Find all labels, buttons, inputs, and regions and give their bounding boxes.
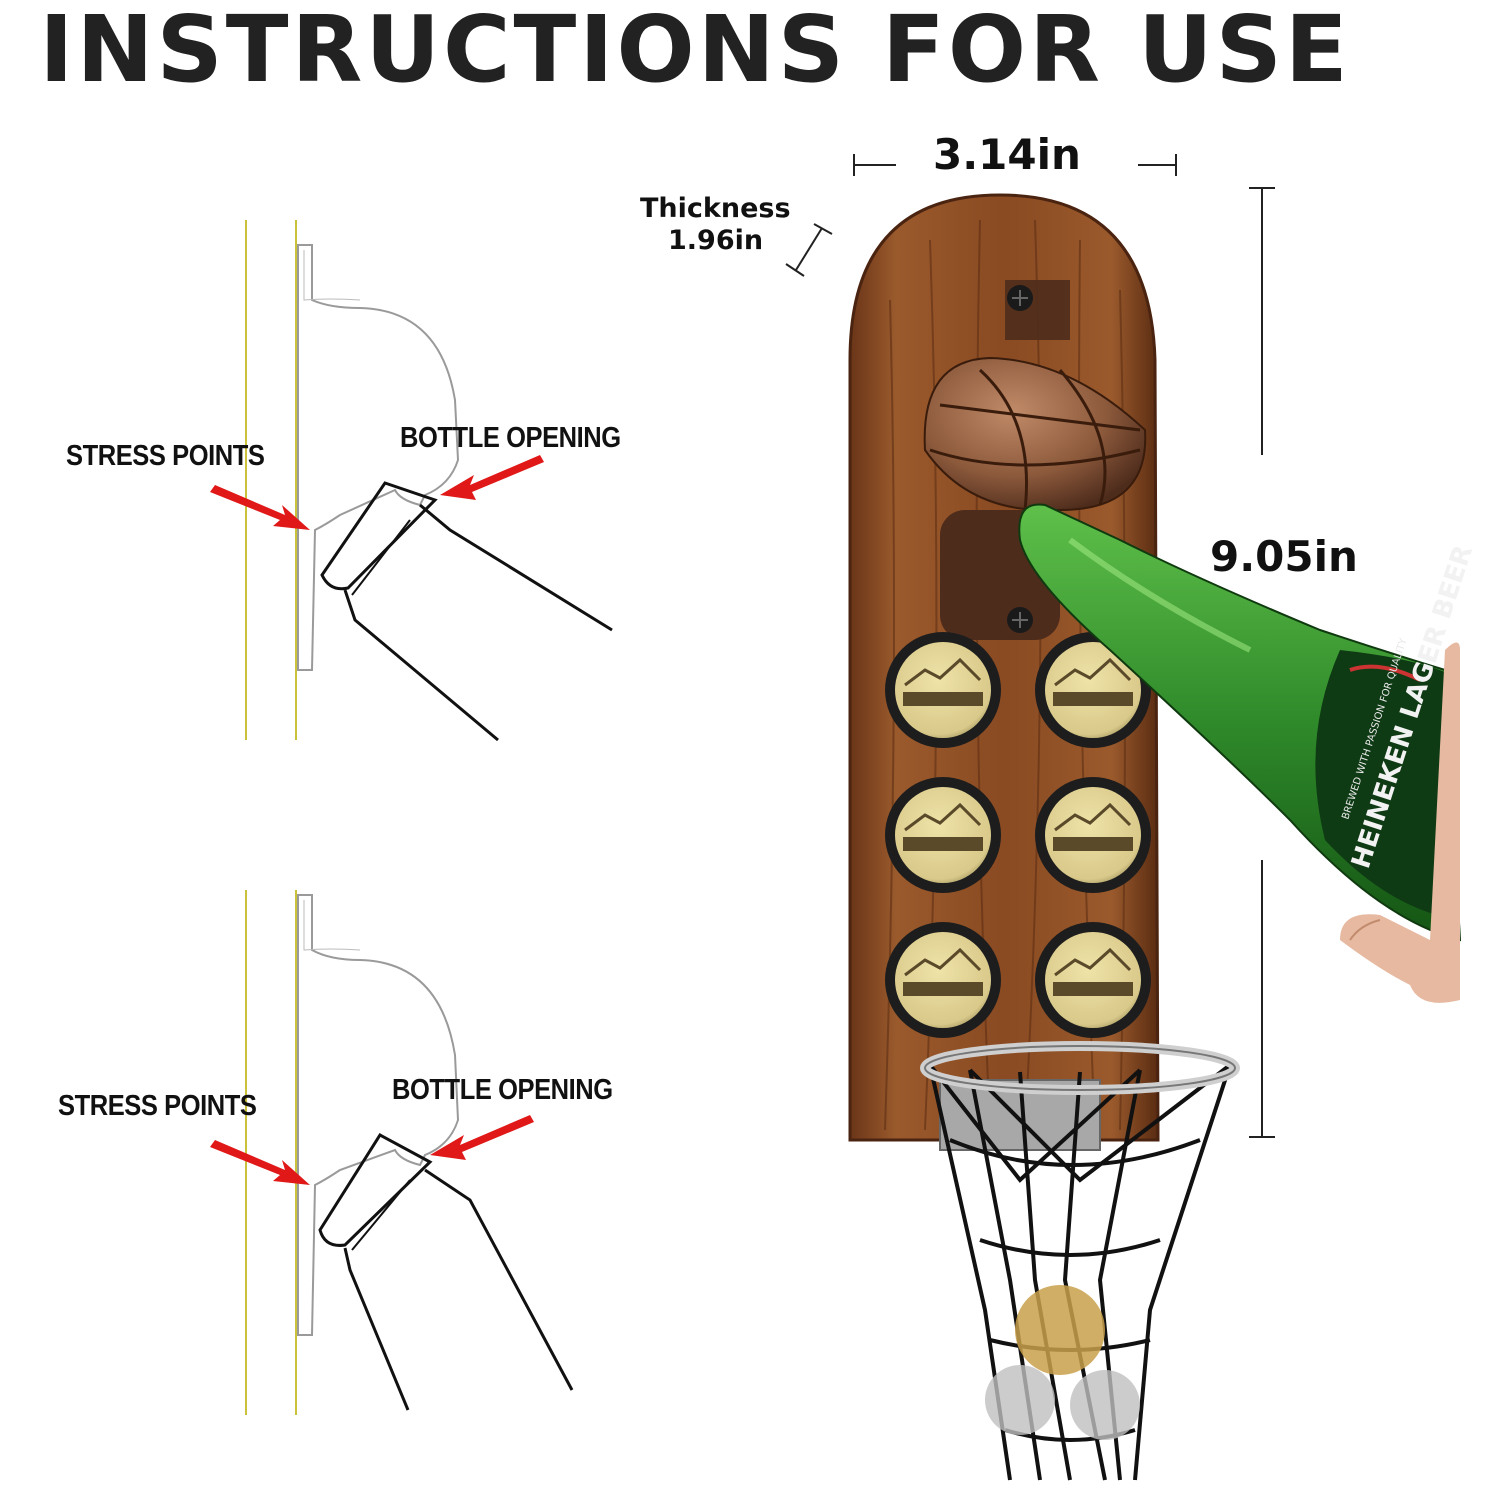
width-label: 3.14in [933,130,1081,179]
thickness-dimension-line [785,223,833,277]
beer-bottle: HEINEKEN LAGER BEER BREWED WITH PASSION … [1018,503,1479,942]
product-illustration: HEINEKEN LAGER BEER BREWED WITH PASSION … [848,193,1479,1481]
bottle-outline [343,503,613,742]
arrow-stress [210,1140,310,1185]
hand [1340,642,1460,1003]
bottle-cap-1 [885,632,1001,748]
height-dimension-line [1249,187,1275,1138]
opener-profile [297,894,460,1336]
stress-points-label-bottom: STRESS POINTS [58,1090,257,1122]
bottle-cap-5 [885,922,1001,1038]
basketball-net-icon [928,1063,1232,1481]
bottle-cap-3 [885,777,1001,893]
thickness-label: Thickness [640,193,791,224]
arrow-opening [440,455,544,500]
bottle-opening-label-top: BOTTLE OPENING [400,422,621,454]
thickness-value: 1.96in [668,225,764,256]
diagram-bottom [210,890,574,1415]
bottle-cap-4 [1035,777,1151,893]
width-dimension-line [853,154,1177,176]
height-label: 9.05in [1210,532,1358,581]
opener-profile [297,244,460,671]
bottle-outline [343,1168,574,1411]
diagram-top [210,220,613,742]
arrow-opening [430,1115,534,1160]
bottle-cap [320,481,438,591]
stress-points-label-top: STRESS POINTS [66,440,265,472]
page-title: INSTRUCTIONS FOR USE [39,0,1351,103]
bottle-cap [318,1133,433,1247]
bottle-cap-6 [1035,922,1151,1038]
arrow-stress [210,485,310,530]
bottle-opening-label-bottom: BOTTLE OPENING [392,1074,613,1106]
basketball-opener-icon [923,356,1147,512]
